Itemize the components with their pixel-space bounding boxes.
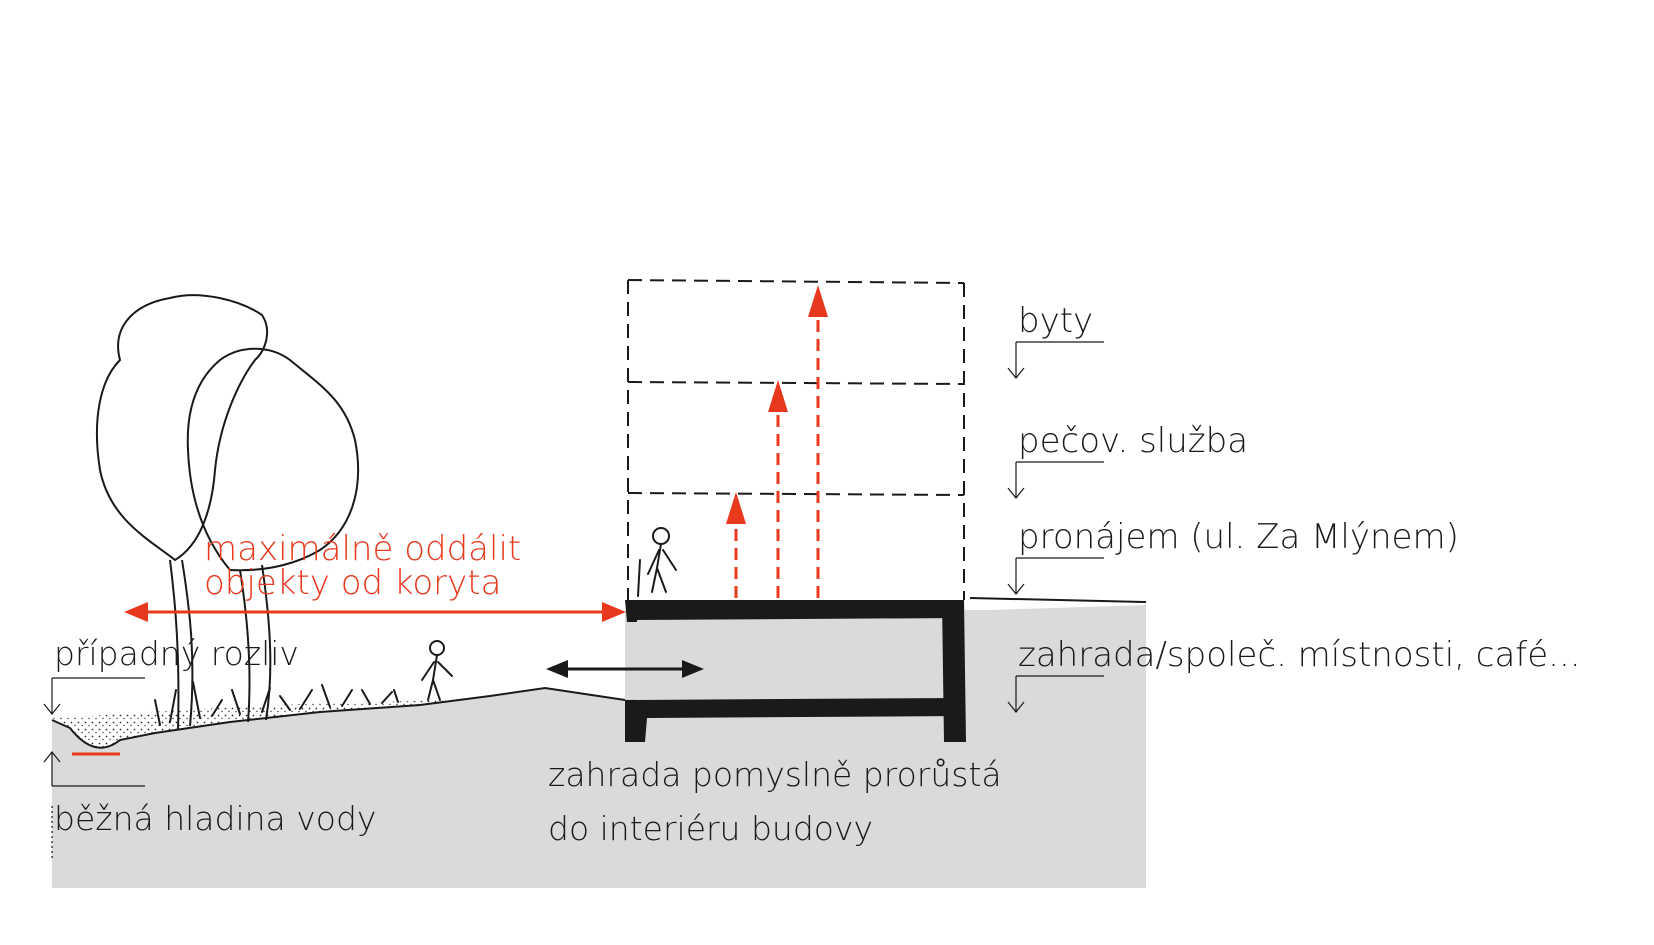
- building-base: [625, 600, 966, 742]
- label-zahrada-line1: zahrada pomyslně prorůstá: [548, 755, 1002, 794]
- label-zahrada-line2: do interiéru budovy: [548, 809, 873, 848]
- grass: [154, 681, 399, 726]
- tree-icon: [95, 294, 359, 731]
- label-zahrada-spolec: zahrada/společ. místnosti, café...: [1018, 635, 1581, 675]
- label-byty: byty: [1018, 301, 1093, 341]
- terrain: [52, 605, 1146, 888]
- level-marker-icon: [43, 677, 145, 860]
- arrow-up-icon: [734, 312, 820, 598]
- label-oddalit-line2: objekty od koryta: [204, 563, 501, 603]
- label-oddalit-line1: maximálně oddálit: [204, 529, 521, 569]
- level-marker-icon: [1007, 341, 1104, 713]
- person-icon: [637, 527, 677, 597]
- arrow-heads: [726, 285, 828, 524]
- label-pecov-sluzba: pečov. služba: [1018, 421, 1248, 461]
- label-pronajem: pronájem (ul. Za Mlýnem): [1018, 517, 1459, 557]
- double-arrow-icon: [546, 660, 704, 678]
- label-bezna-hladina: běžná hladina vody: [54, 799, 376, 838]
- street-edge: [969, 597, 1147, 603]
- terrain-edge: [51, 686, 626, 749]
- person-icon: [421, 640, 453, 701]
- distance-arrow: [124, 602, 626, 622]
- building-upper-floors: [627, 279, 965, 600]
- label-pripadny-rozliv: případný rozliv: [54, 634, 299, 673]
